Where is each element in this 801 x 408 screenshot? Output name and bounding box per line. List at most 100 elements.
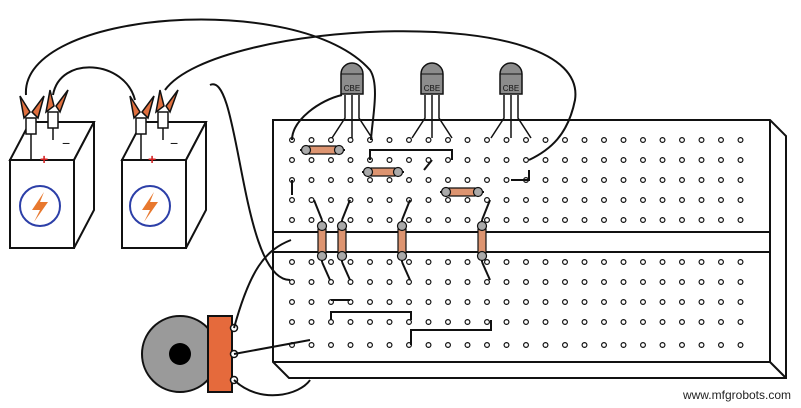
breadboard-hole	[737, 342, 744, 349]
breadboard-hole	[542, 259, 549, 266]
breadboard-hole	[484, 319, 491, 326]
breadboard-hole	[367, 299, 374, 306]
breadboard-hole	[425, 342, 432, 349]
breadboard-hole	[542, 299, 549, 306]
breadboard-hole	[406, 319, 413, 326]
breadboard-hole	[620, 279, 627, 286]
breadboard-hole	[561, 299, 568, 306]
breadboard-hole	[347, 177, 354, 184]
breadboard-hole	[406, 259, 413, 266]
breadboard-hole	[347, 217, 354, 224]
battery-positive-label: +	[148, 151, 156, 167]
resistor-icon	[316, 220, 328, 262]
breadboard-hole	[289, 157, 296, 164]
breadboard-hole	[445, 259, 452, 266]
breadboard-hole	[659, 177, 666, 184]
breadboard-hole	[561, 197, 568, 204]
resistor-icon	[396, 220, 408, 262]
breadboard-hole	[717, 137, 724, 144]
breadboard-hole	[698, 299, 705, 306]
breadboard-hole	[600, 342, 607, 349]
breadboard-hole	[561, 319, 568, 326]
breadboard-hole	[600, 137, 607, 144]
breadboard-hole	[289, 279, 296, 286]
breadboard-hole	[406, 279, 413, 286]
battery-left: + −	[8, 121, 96, 249]
breadboard-hole	[717, 177, 724, 184]
breadboard-hole	[328, 157, 335, 164]
breadboard-hole	[678, 259, 685, 266]
breadboard-hole	[678, 342, 685, 349]
breadboard-hole	[445, 342, 452, 349]
breadboard-hole	[425, 259, 432, 266]
breadboard-hole	[308, 319, 315, 326]
breadboard-hole	[639, 177, 646, 184]
breadboard-hole	[659, 217, 666, 224]
breadboard-hole	[698, 157, 705, 164]
breadboard-hole	[620, 197, 627, 204]
breadboard-hole	[522, 319, 529, 326]
resistors	[300, 144, 488, 262]
breadboard-hole	[561, 177, 568, 184]
breadboard-hole	[542, 279, 549, 286]
breadboard-hole	[659, 319, 666, 326]
transistor-pin-label: CBE	[344, 84, 360, 93]
breadboard-hole	[406, 299, 413, 306]
breadboard-hole	[698, 177, 705, 184]
breadboard-hole	[639, 319, 646, 326]
breadboard-hole	[308, 157, 315, 164]
breadboard-hole	[620, 137, 627, 144]
breadboard-hole	[308, 279, 315, 286]
breadboard-hole	[328, 177, 335, 184]
breadboard-hole	[522, 299, 529, 306]
breadboard-hole	[484, 259, 491, 266]
breadboard-hole	[347, 319, 354, 326]
breadboard-hole	[698, 319, 705, 326]
breadboard-hole	[328, 259, 335, 266]
breadboard-hole	[484, 279, 491, 286]
breadboard-hole	[659, 197, 666, 204]
breadboard-hole	[484, 137, 491, 144]
breadboard-hole	[737, 259, 744, 266]
breadboard-hole	[522, 137, 529, 144]
breadboard-hole	[386, 157, 393, 164]
breadboard-hole	[522, 342, 529, 349]
breadboard-hole	[386, 177, 393, 184]
breadboard-hole	[308, 217, 315, 224]
breadboard-hole	[698, 259, 705, 266]
breadboard-hole	[620, 299, 627, 306]
alligator-clip-icon	[19, 95, 45, 160]
breadboard-hole	[445, 319, 452, 326]
watermark: www.mfgrobots.com	[682, 388, 791, 402]
breadboard-hole	[522, 259, 529, 266]
breadboard-hole	[659, 259, 666, 266]
transistor-icon: CBE	[490, 62, 532, 139]
breadboard-hole	[581, 217, 588, 224]
breadboard-hole	[347, 259, 354, 266]
breadboard-hole	[503, 299, 510, 306]
breadboard-hole	[600, 157, 607, 164]
breadboard-hole	[503, 279, 510, 286]
breadboard-hole	[717, 197, 724, 204]
breadboard-hole	[542, 157, 549, 164]
breadboard-hole	[289, 299, 296, 306]
breadboard-hole	[464, 157, 471, 164]
breadboard-hole	[308, 197, 315, 204]
breadboard-holes	[289, 137, 744, 349]
breadboard-hole	[561, 259, 568, 266]
breadboard-hole	[328, 279, 335, 286]
breadboard-hole	[717, 299, 724, 306]
breadboard-hole	[639, 137, 646, 144]
breadboard-hole	[717, 217, 724, 224]
breadboard-hole	[386, 197, 393, 204]
breadboard-hole	[737, 197, 744, 204]
breadboard-hole	[464, 137, 471, 144]
breadboard-hole	[347, 137, 354, 144]
breadboard-hole	[737, 299, 744, 306]
breadboard-hole	[503, 319, 510, 326]
breadboard-hole	[678, 157, 685, 164]
breadboard-hole	[522, 279, 529, 286]
breadboard-hole	[737, 137, 744, 144]
